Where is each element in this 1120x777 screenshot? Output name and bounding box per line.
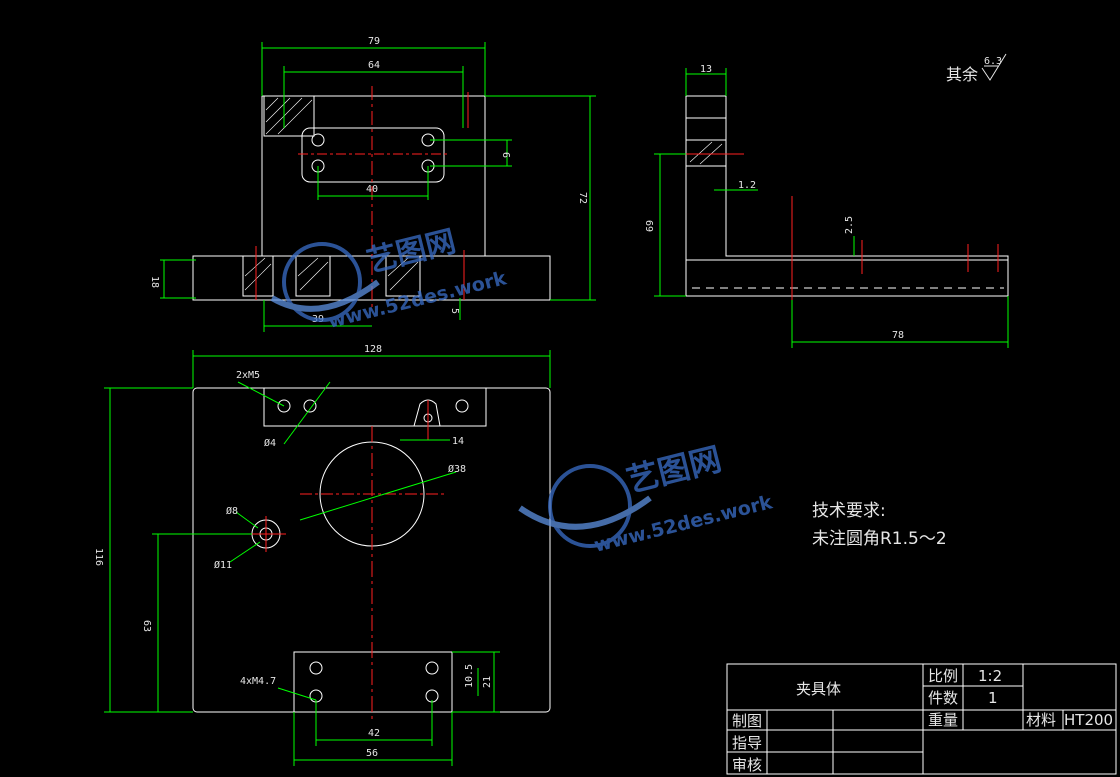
dim-dia11: Ø11 <box>214 559 232 571</box>
guide-label: 指导 <box>732 734 762 752</box>
dim-2xm5: 2xM5 <box>236 370 260 381</box>
scale-value: 1:2 <box>978 667 1002 685</box>
dim-128: 128 <box>364 344 382 355</box>
svg-text:6.3: 6.3 <box>984 56 1002 67</box>
svg-text:其余: 其余 <box>946 65 978 84</box>
dim-64: 64 <box>368 60 380 71</box>
tech-req-title: 技术要求: <box>812 501 886 521</box>
dim-5: 5 <box>449 308 460 314</box>
weight-label: 重量 <box>928 711 958 729</box>
title-block-text: 夹具体 比例 1:2 件数 1 重量 材料 HT200 制图 指导 审核 <box>732 667 1113 774</box>
tech-req-line1: 未注圆角R1.5～2 <box>812 529 947 549</box>
dim-13: 13 <box>700 64 712 75</box>
front-view-centerlines <box>255 86 469 310</box>
side-view-dimensions <box>654 68 1009 348</box>
scale-label: 比例 <box>928 667 958 685</box>
dim-72: 72 <box>577 192 588 204</box>
side-view-centerlines <box>676 153 999 300</box>
drawn-label: 制图 <box>732 712 762 730</box>
dim-4xm4-7: 4xM4.7 <box>240 676 276 687</box>
dim-21: 21 <box>482 676 493 688</box>
material-label: 材料 <box>1026 711 1056 729</box>
dim-dia38: Ø38 <box>448 463 466 475</box>
dim-56: 56 <box>366 748 378 759</box>
top-view <box>192 387 551 713</box>
dim-69: 69 <box>643 220 654 232</box>
dim-63: 63 <box>141 620 152 632</box>
tech-requirements: 技术要求: 未注圆角R1.5～2 <box>812 501 947 549</box>
dim-78: 78 <box>892 330 904 341</box>
count-value: 1 <box>988 689 998 707</box>
dim-dia8: Ø8 <box>226 505 238 517</box>
material-value: HT200 <box>1064 711 1113 729</box>
review-label: 审核 <box>732 756 762 774</box>
count-label: 件数 <box>928 689 958 707</box>
title-block <box>726 663 1117 775</box>
front-view-dimensions <box>160 42 596 332</box>
dim-9: 9 <box>502 152 513 158</box>
dim-14: 14 <box>452 436 464 447</box>
dim-42: 42 <box>368 728 380 739</box>
dim-40: 40 <box>366 184 378 195</box>
dim-1-2: 1.2 <box>738 180 756 191</box>
top-view-centerlines <box>248 400 444 720</box>
roughness-symbol: 其余 6.3 <box>946 53 1007 84</box>
dim-dia4: Ø4 <box>264 437 276 449</box>
dim-10-5: 10.5 <box>464 664 475 688</box>
dim-18: 18 <box>149 276 160 288</box>
dim-2-5: 2.5 <box>844 216 855 234</box>
dim-79: 79 <box>368 36 380 47</box>
top-view-dim-labels: 128 2xM5 Ø4 14 Ø38 Ø8 Ø11 116 63 4xM4.7 … <box>93 344 493 759</box>
part-name: 夹具体 <box>796 680 841 698</box>
top-view-dimensions <box>104 350 551 766</box>
side-view-dim-labels: 13 1.2 69 2.5 78 <box>643 64 904 341</box>
dim-116: 116 <box>93 548 104 566</box>
